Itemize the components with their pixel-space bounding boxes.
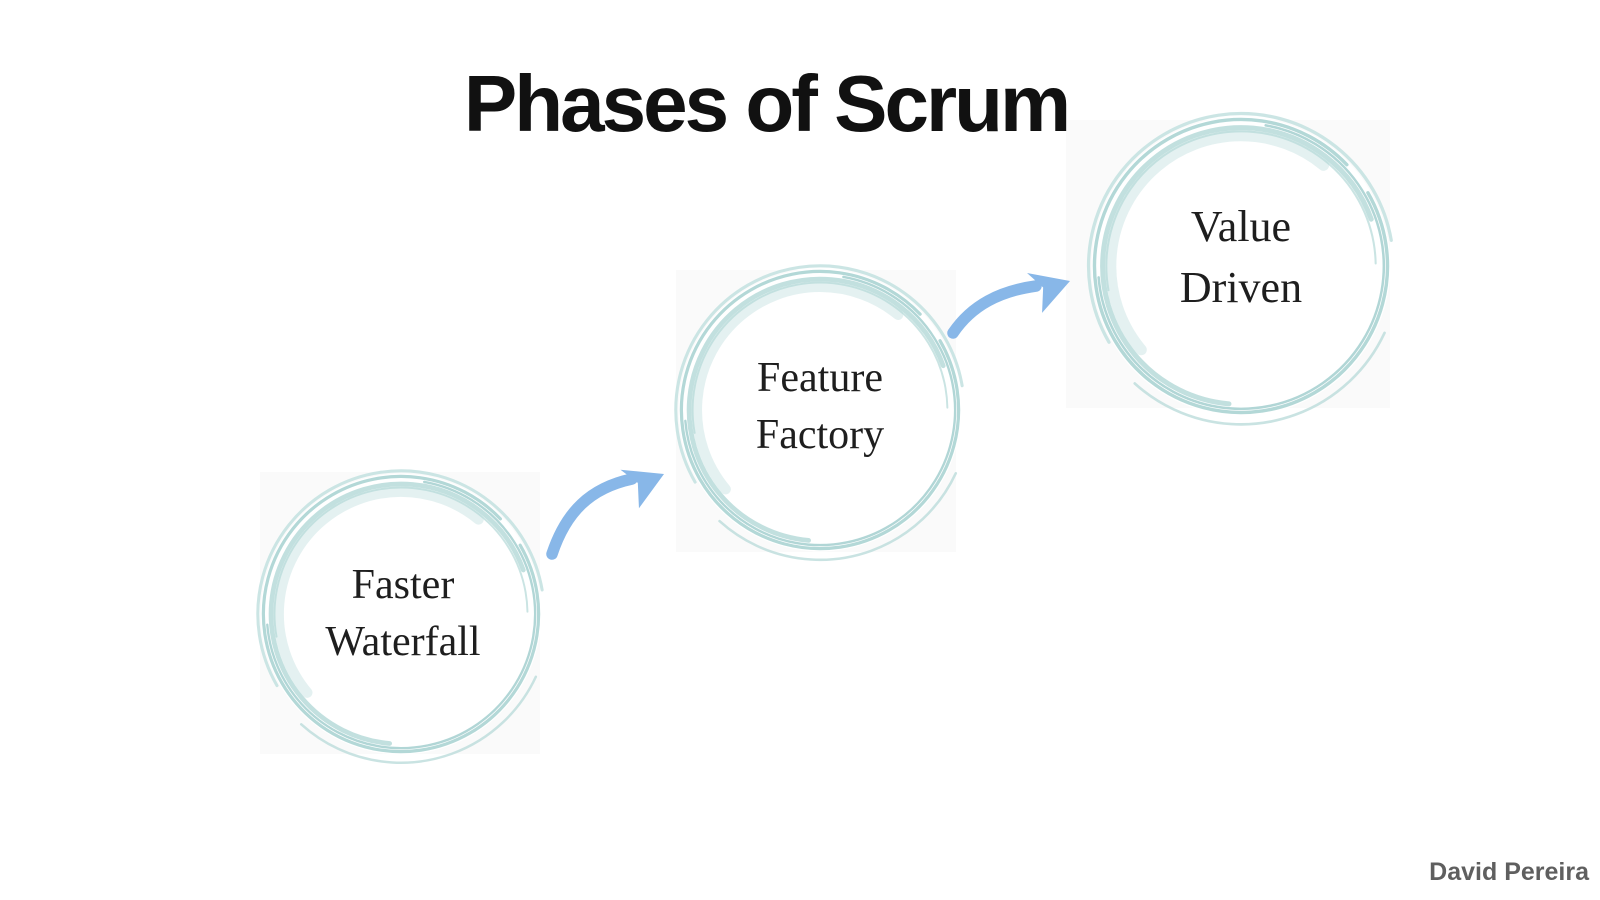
flow-arrow-2 — [947, 262, 1077, 339]
phase-label-faster-waterfall: Faster Waterfall — [263, 557, 543, 671]
phase-label-line: Waterfall — [325, 619, 481, 665]
attribution: David Pereira — [1429, 858, 1589, 886]
slide-title: Phases of Scrum — [463, 59, 1071, 148]
phase-label-line: Value — [1190, 202, 1292, 251]
flow-arrow-1 — [546, 455, 673, 560]
phase-label-line: Factory — [755, 412, 885, 458]
phase-label-line: Driven — [1179, 263, 1303, 312]
phase-label-value-driven: Value Driven — [1101, 196, 1381, 318]
phase-label-line: Faster — [351, 562, 455, 608]
phase-label-line: Feature — [757, 355, 883, 401]
phase-label-feature-factory: Feature Factory — [680, 350, 960, 464]
